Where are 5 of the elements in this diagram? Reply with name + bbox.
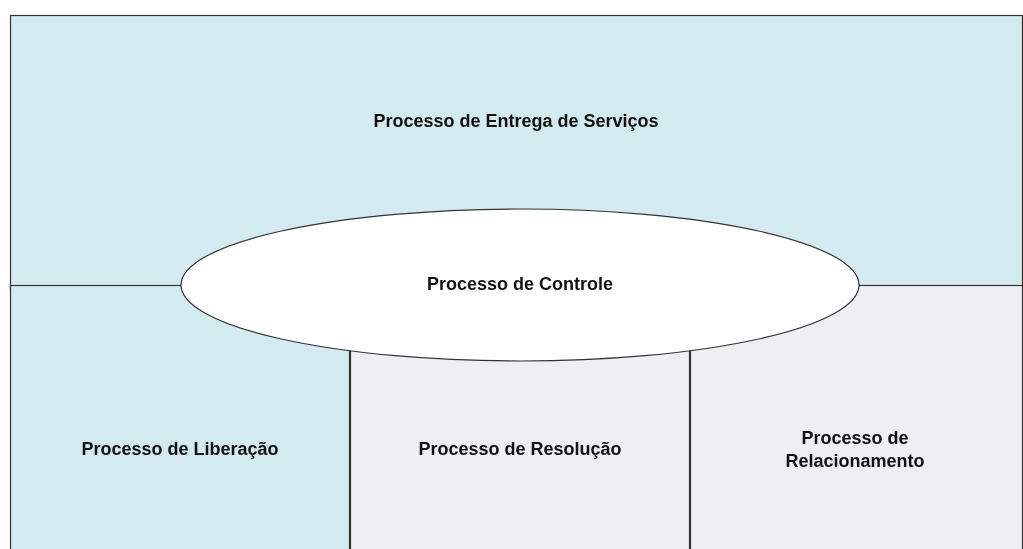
process-label: Processo de Relacionamento [784,426,926,473]
process-label: Processo de Entrega de Serviços [372,110,660,134]
process-label: Processo de Controle [425,273,614,297]
process-label: Processo de Resolução [417,438,623,462]
process-label: Processo de Liberação [80,438,280,462]
